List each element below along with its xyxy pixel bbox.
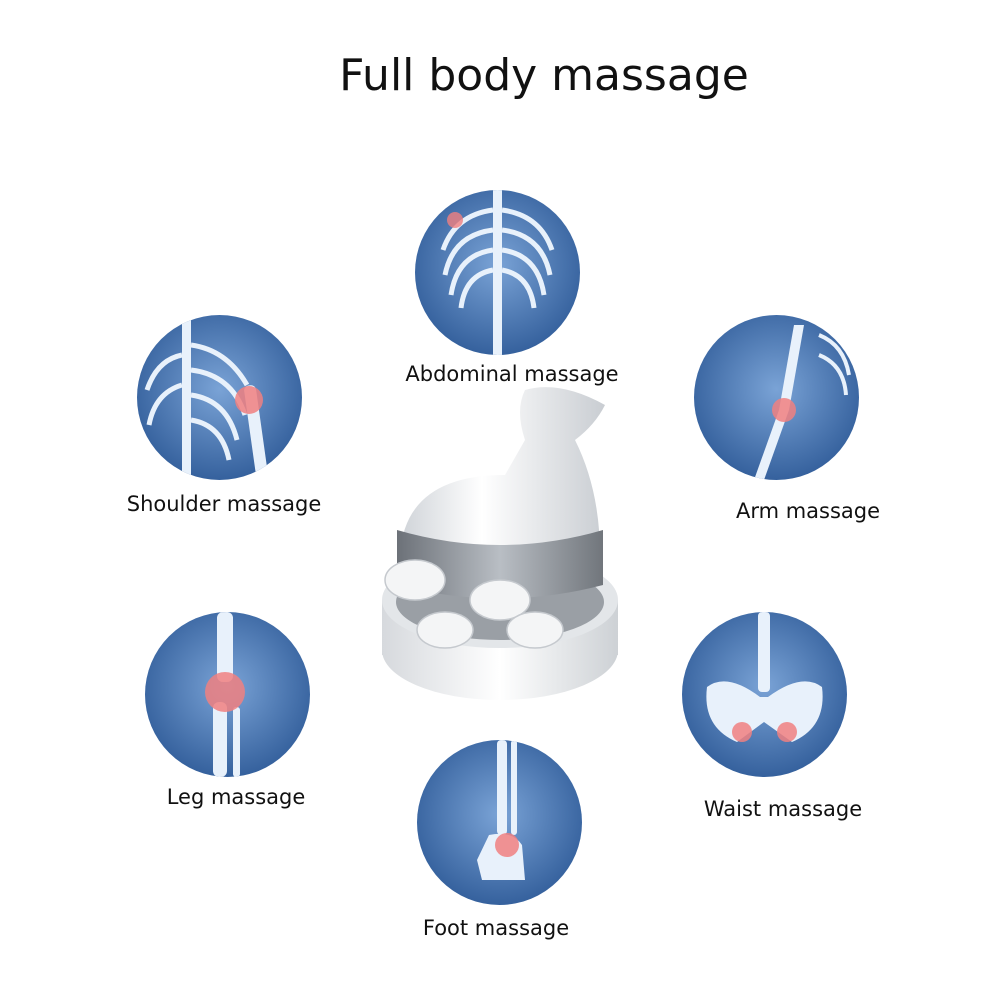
head-massager-icon xyxy=(375,380,625,725)
label-leg: Leg massage xyxy=(166,785,306,809)
leg-circle xyxy=(145,612,310,777)
arm-icon xyxy=(694,315,859,480)
page-title: Full body massage xyxy=(339,50,749,101)
label-waist: Waist massage xyxy=(703,797,863,821)
foot-circle xyxy=(417,740,582,905)
foot-icon xyxy=(417,740,582,905)
label-arm: Arm massage xyxy=(735,499,881,523)
ribcage-icon xyxy=(415,190,580,355)
waist-circle xyxy=(682,612,847,777)
shoulder-icon xyxy=(137,315,302,480)
label-abdominal: Abdominal massage xyxy=(405,362,619,386)
abdominal-circle xyxy=(415,190,580,355)
label-shoulder: Shoulder massage xyxy=(126,492,322,516)
label-foot: Foot massage xyxy=(422,916,570,940)
knee-icon xyxy=(145,612,310,777)
arm-circle xyxy=(694,315,859,480)
pelvis-icon xyxy=(682,612,847,777)
shoulder-circle xyxy=(137,315,302,480)
